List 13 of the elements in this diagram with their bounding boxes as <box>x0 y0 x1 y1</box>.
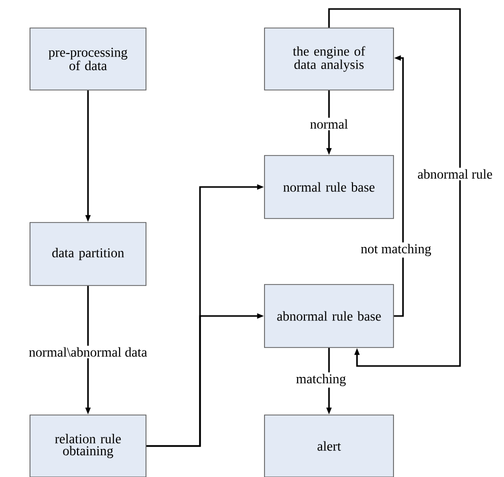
process-box: normal rule base <box>264 155 394 219</box>
edge-label: normal\abnormal data <box>27 346 149 358</box>
process-box: data partition <box>30 222 146 286</box>
edge-label: normal <box>308 118 350 130</box>
edge-label: matching <box>294 372 348 388</box>
process-box: pre-processing of data <box>30 28 146 90</box>
edge-label: not matching <box>359 242 433 258</box>
process-box: alert <box>264 414 394 477</box>
process-box: abnormal rule base <box>264 284 394 348</box>
process-box: the engine of data analysis <box>264 28 394 90</box>
process-box: relation rule obtaining <box>30 414 146 477</box>
edge-label: abnormal rule <box>416 168 494 180</box>
arrow <box>328 8 461 367</box>
